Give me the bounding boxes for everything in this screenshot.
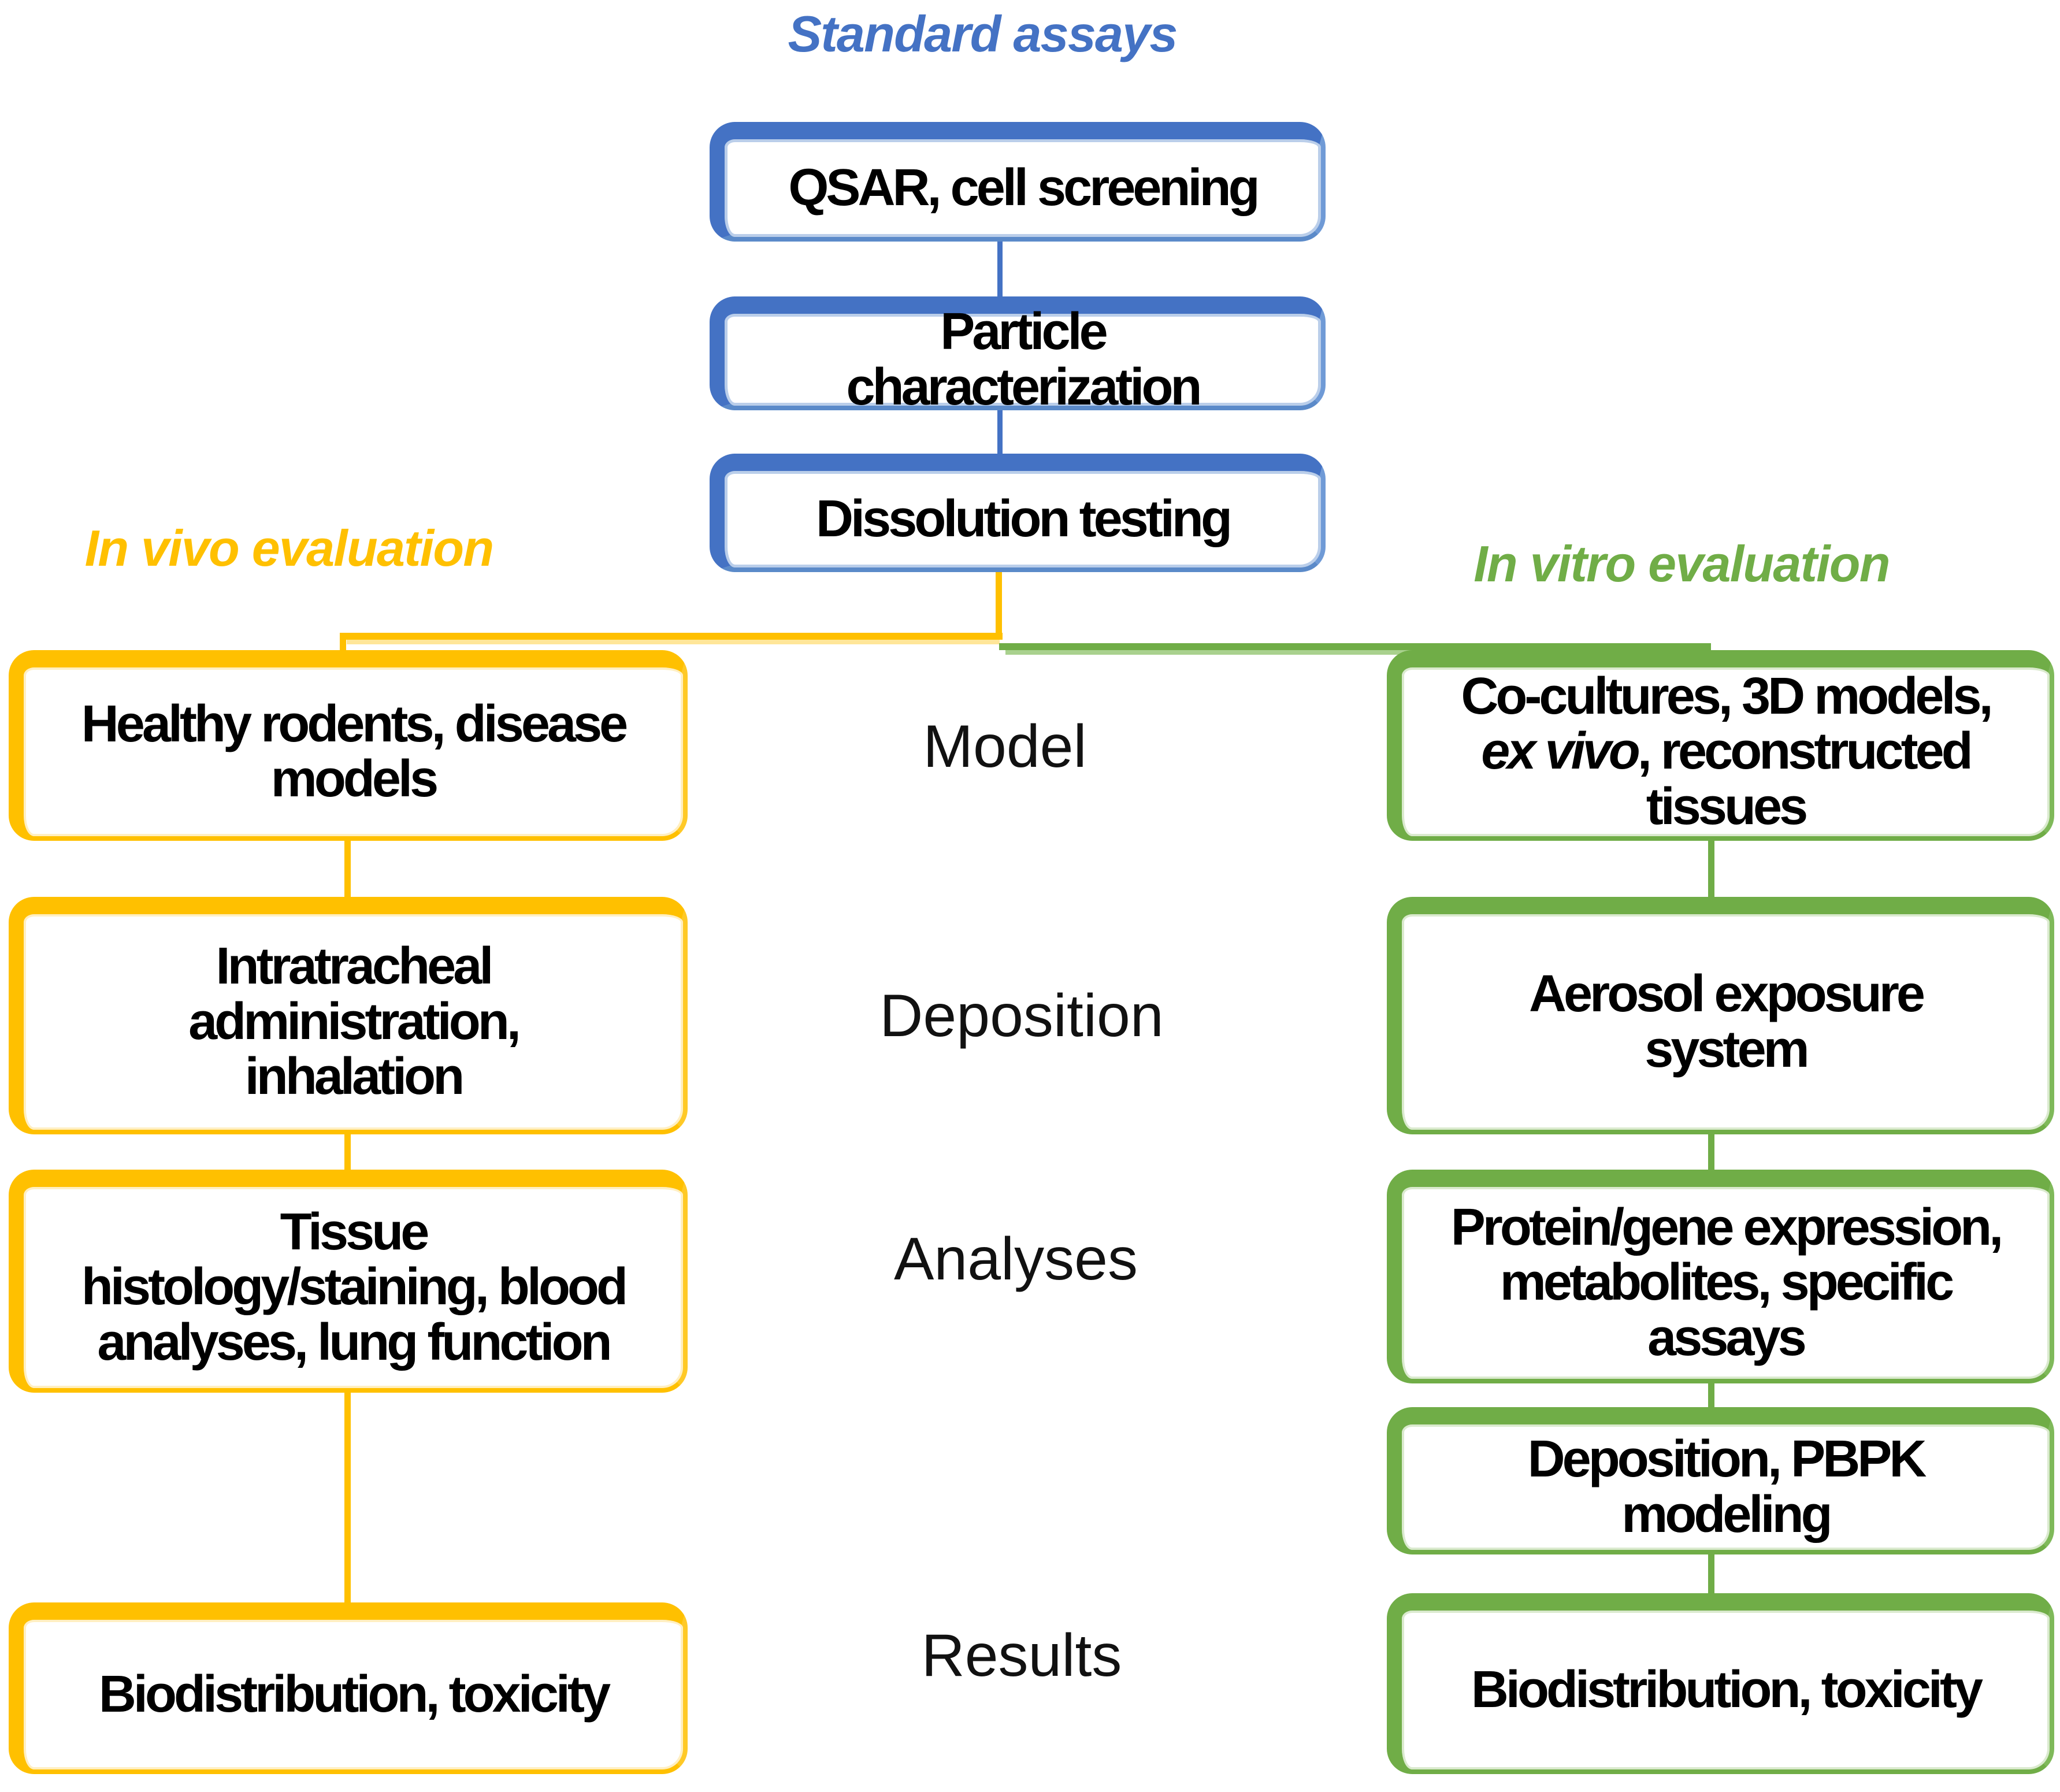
in-vitro-evaluation-title: In vitro evaluation	[1473, 535, 1890, 592]
connector-tissue-to-biodistribution	[344, 1392, 351, 1604]
node-line-rest: , reconstructed	[1637, 722, 1973, 781]
node-label: Biodistribution, toxicity	[1471, 1660, 1983, 1719]
node-particle-characterization: Particle characterization	[710, 296, 1326, 414]
connector-dissolution-to-branch	[996, 571, 1002, 636]
standard-assays-title: Standard assays	[788, 5, 1178, 62]
node-label: Deposition, PBPK modeling	[1527, 1430, 1927, 1544]
branch-line-invitro	[999, 643, 1711, 650]
node-label: Tissue histology/staining, blood analyse…	[81, 1203, 628, 1371]
connector-intratracheal-to-tissue	[344, 1133, 351, 1171]
node-deposition-pbpk-modeling: Deposition, PBPK modeling	[1387, 1407, 2054, 1554]
node-label: Co-cultures, 3D models, ex vivo, reconst…	[1461, 667, 1993, 836]
in-vivo-evaluation-title: In vivo evaluation	[84, 520, 495, 577]
connector-particle-to-dissolution	[997, 409, 1003, 455]
node-label: QSAR, cell screening	[788, 158, 1260, 217]
node-label: Biodistribution, toxicity	[98, 1665, 611, 1723]
connector-rodents-to-intratracheal	[344, 840, 351, 898]
node-label: Protein/gene expression, metabolites, sp…	[1450, 1198, 2003, 1367]
connector-qsar-to-particle	[997, 240, 1003, 298]
row-label-model: Model	[923, 713, 1087, 780]
node-aerosol-exposure-system: Aerosol exposure system	[1387, 897, 2054, 1134]
node-label: Particle characterization	[846, 303, 1202, 416]
node-line: tissues	[1646, 777, 1808, 836]
node-invitro-biodistribution-toxicity: Biodistribution, toxicity	[1387, 1593, 2054, 1774]
node-qsar-cell-screening: QSAR, cell screening	[710, 122, 1326, 242]
node-label: Dissolution testing	[816, 489, 1233, 548]
node-healthy-rodents-disease-models: Healthy rodents, disease models	[9, 650, 688, 841]
branch-line-invivo	[340, 633, 1003, 640]
node-protein-gene-expression-assays: Protein/gene expression, metabolites, sp…	[1387, 1170, 2054, 1383]
node-invivo-biodistribution-toxicity: Biodistribution, toxicity	[9, 1602, 688, 1774]
connector-pbpk-to-biodistribution	[1708, 1553, 1714, 1594]
connector-protein-to-pbpk	[1708, 1382, 1714, 1408]
node-tissue-histology-blood-lung-function: Tissue histology/staining, blood analyse…	[9, 1170, 688, 1393]
node-label: Aerosol exposure system	[1528, 965, 1925, 1078]
connector-aerosol-to-protein	[1708, 1133, 1714, 1171]
node-label: Intratracheal administration, inhalation	[188, 937, 521, 1106]
node-line-italic: ex vivo	[1481, 722, 1640, 781]
row-label-deposition: Deposition	[879, 982, 1164, 1049]
row-label-results: Results	[921, 1622, 1122, 1689]
connector-cocultures-to-aerosol	[1708, 840, 1714, 898]
node-label: Healthy rodents, disease models	[81, 695, 629, 808]
branch-line-invivo-highlight	[347, 640, 1000, 644]
branch-line-invitro-highlight	[1005, 650, 1708, 655]
row-label-analyses: Analyses	[894, 1225, 1138, 1293]
node-intratracheal-administration-inhalation: Intratracheal administration, inhalation	[9, 897, 688, 1134]
branch-stub-invivo	[340, 633, 346, 654]
node-line: Co-cultures, 3D models,	[1461, 667, 1993, 725]
node-dissolution-testing: Dissolution testing	[710, 454, 1326, 572]
node-cocultures-3d-models-exvivo-tissues: Co-cultures, 3D models, ex vivo, reconst…	[1387, 650, 2054, 841]
